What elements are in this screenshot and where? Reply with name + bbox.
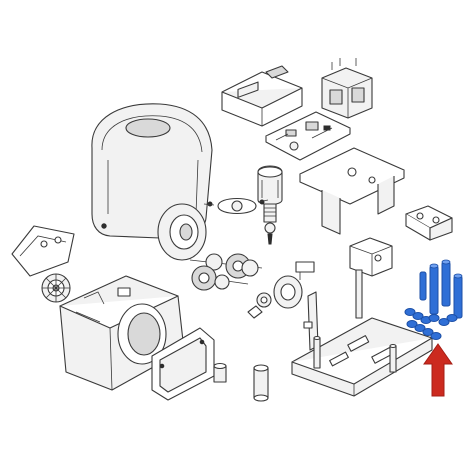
anchor-studs [313,335,397,373]
small-bracket-plate [405,205,453,241]
gear-shaft-upper [189,253,263,279]
inspection-cover [151,327,215,401]
side-cover-disc [157,203,207,261]
mounting-bracket [299,147,405,235]
limit-switch-gear [273,261,315,309]
long-bolt-1 [429,263,439,315]
hex-nuts [404,308,458,340]
cylindrical-spacer [253,364,269,402]
gear-shaft-lower [191,265,249,291]
transformer [321,58,373,119]
red-pointer-arrow [423,343,453,397]
control-box [221,65,303,127]
fixing-plate [349,237,393,319]
circuit-board [265,111,351,161]
grease-nipple [213,362,227,383]
clip-gear [247,292,272,319]
left-bracket-cover [11,225,75,277]
highlighted-fixing-kit [404,259,463,340]
motor-flange [203,197,269,215]
foundation-plate [291,317,433,397]
electric-motor [257,165,283,245]
long-bolt-2 [441,259,451,307]
long-bolt-3 [453,273,463,319]
drive-pinion-gear [41,273,71,303]
short-stud [419,271,427,301]
